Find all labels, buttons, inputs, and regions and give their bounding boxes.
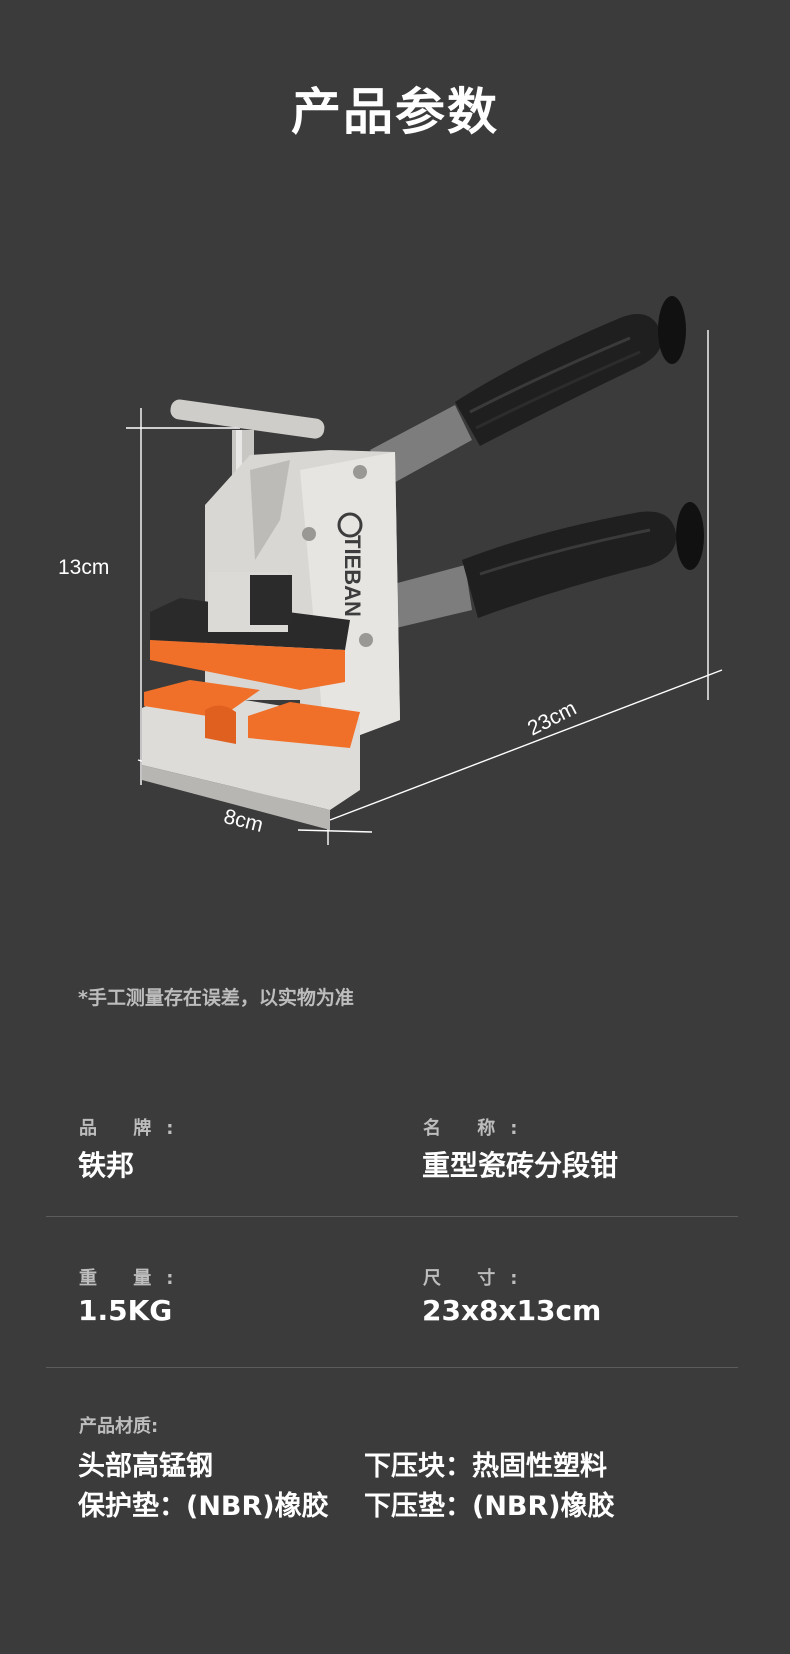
product-image: TIEBAN: [0, 280, 790, 880]
lower-handle: [390, 502, 704, 628]
material-item: 保护垫：(NBR)橡胶: [78, 1491, 329, 1522]
material-item: 下压垫：(NBR)橡胶: [364, 1491, 615, 1522]
upper-handle: [370, 296, 686, 485]
weight-label: 重 量:: [79, 1268, 189, 1289]
size-label: 尺 寸:: [423, 1268, 533, 1289]
material-item: 下压块：热固性塑料: [364, 1451, 607, 1482]
brand-value: 铁邦: [78, 1149, 135, 1182]
brand-label: 品 牌:: [79, 1118, 189, 1139]
size-value: 23x8x13cm: [422, 1294, 602, 1327]
page-title: 产品参数: [291, 83, 499, 141]
name-value: 重型瓷砖分段钳: [422, 1149, 619, 1182]
brand-engraving: TIEBAN: [340, 535, 365, 617]
name-label: 名 称:: [423, 1118, 533, 1139]
materials-label: 产品材质:: [79, 1416, 159, 1437]
height-dimension-label: 13cm: [58, 556, 110, 579]
measurement-note: *手工测量存在误差，以实物为准: [78, 987, 354, 1009]
weight-value: 1.5KG: [78, 1294, 173, 1327]
material-item: 头部高锰钢: [78, 1451, 213, 1482]
divider: [46, 1216, 738, 1217]
divider: [46, 1367, 738, 1368]
lower-jaw: [142, 680, 360, 830]
tile-cutter-illustration: TIEBAN: [126, 296, 723, 845]
upper-jaw: [150, 572, 350, 690]
